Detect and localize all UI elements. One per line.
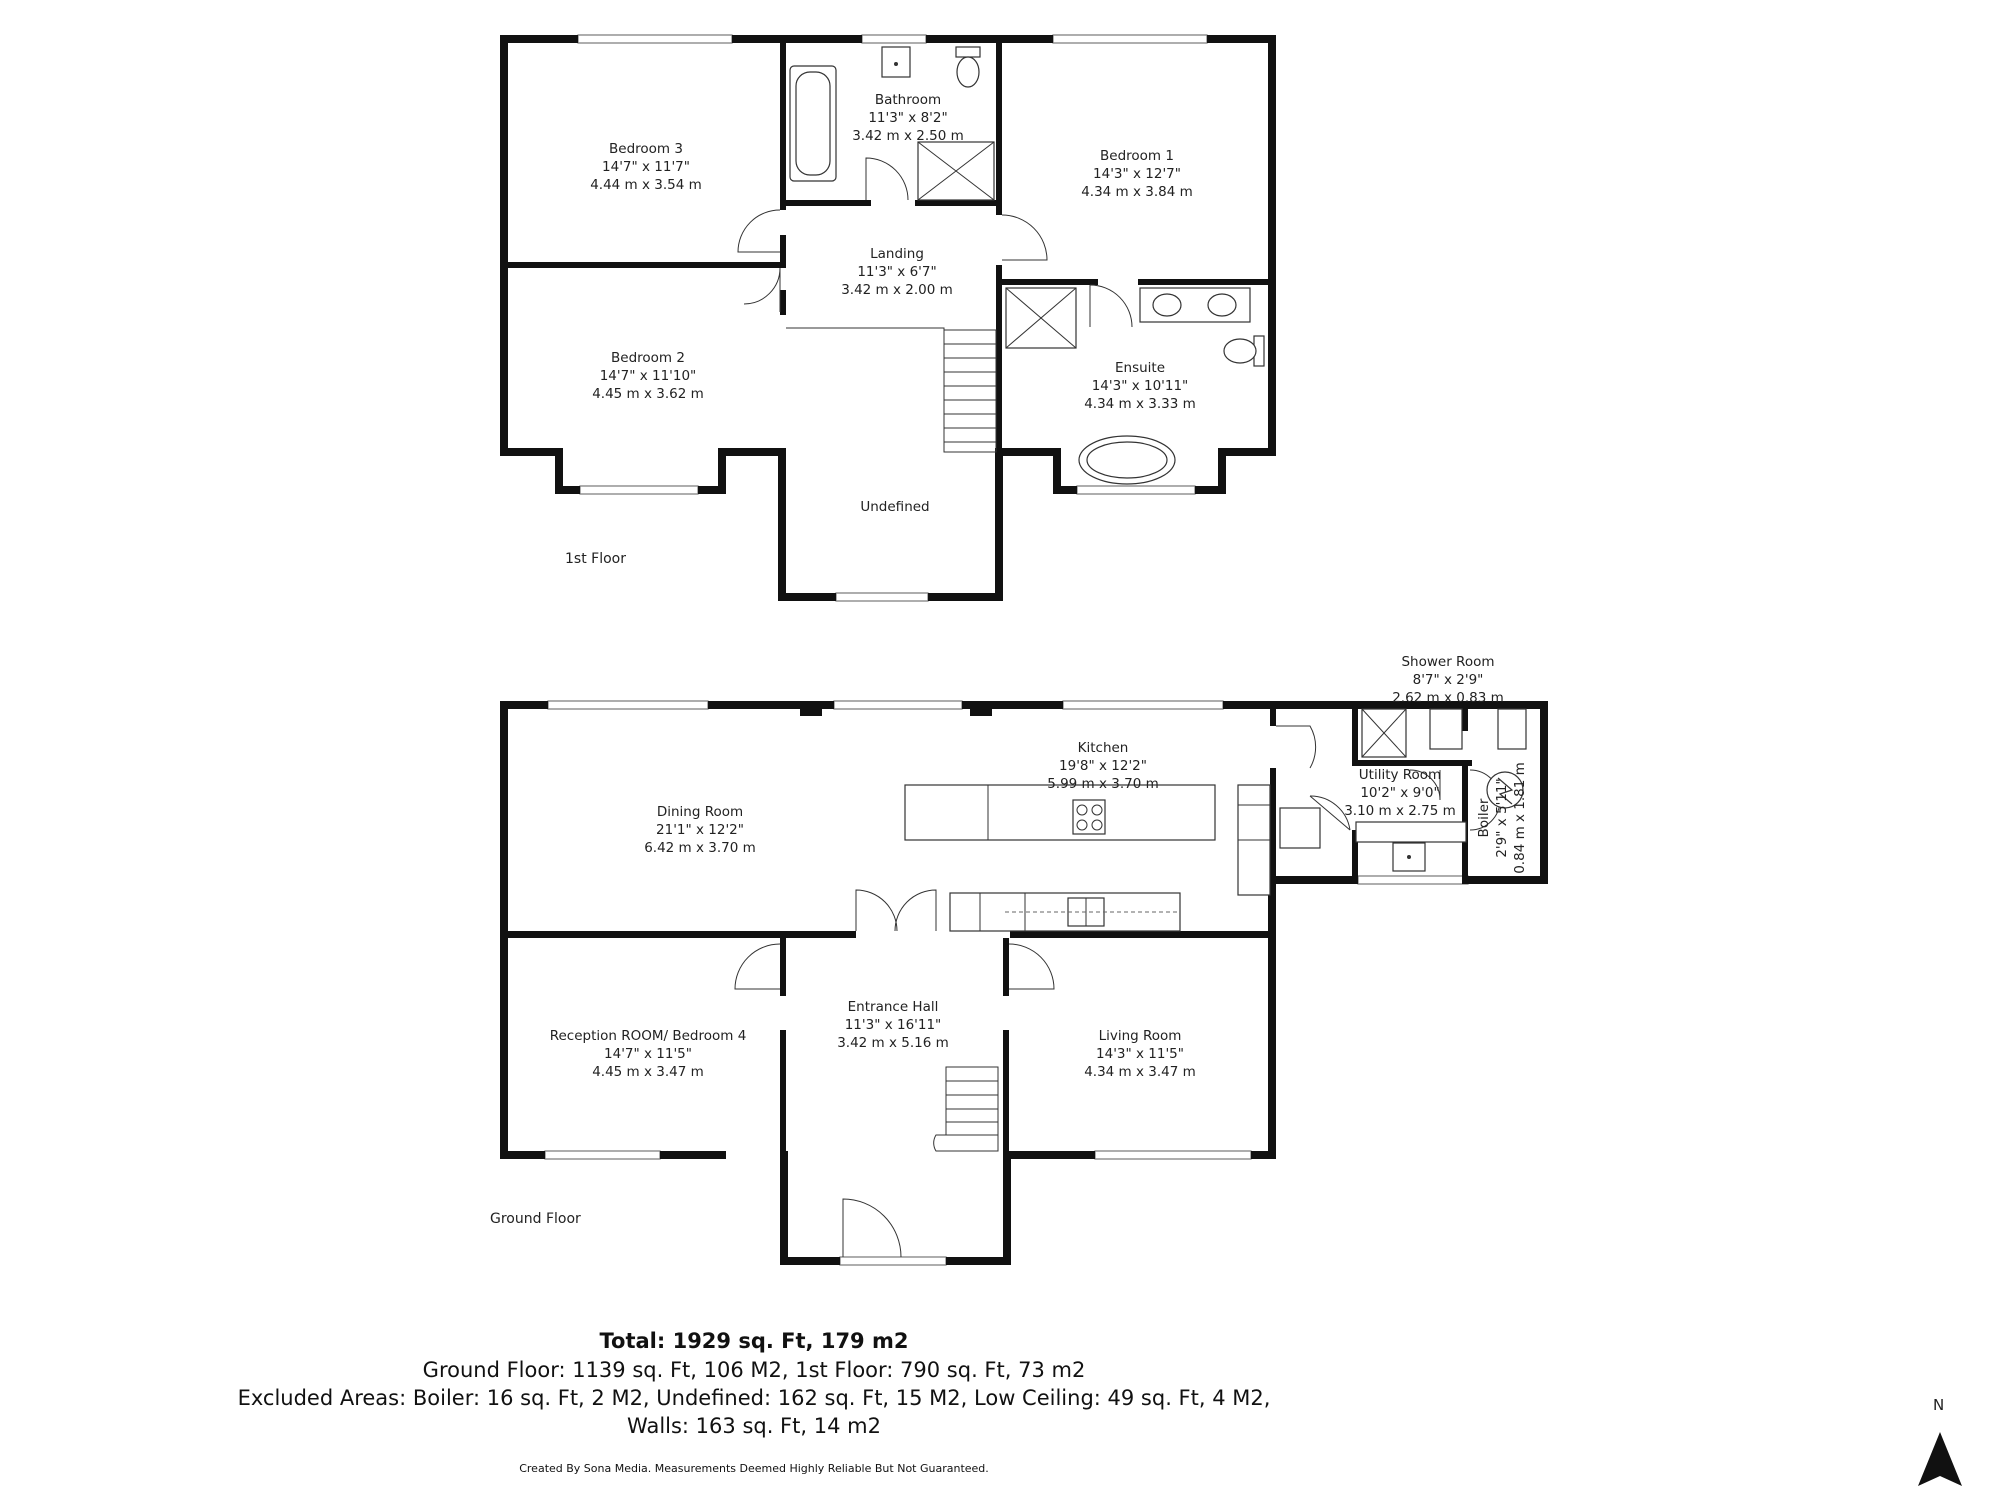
door-swing-icon bbox=[842, 1198, 902, 1258]
walls-area: Walls: 163 sq. Ft, 14 m2 bbox=[627, 1414, 881, 1438]
window bbox=[839, 1256, 947, 1266]
window bbox=[544, 1150, 661, 1160]
window bbox=[547, 700, 709, 710]
door-swing-icon bbox=[1276, 725, 1317, 769]
room-dims-imperial-reception-room: 14'7" x 11'5" bbox=[604, 1046, 692, 1062]
door-swing-icon bbox=[1309, 795, 1351, 831]
room-dims-imperial-entrance-hall: 11'3" x 16'11" bbox=[845, 1017, 942, 1033]
room-name-shower-room: Shower Room bbox=[1401, 654, 1494, 670]
room-dims-metric-bedroom-1: 4.34 m x 3.84 m bbox=[1081, 184, 1193, 200]
room-name-entrance-hall: Entrance Hall bbox=[848, 999, 939, 1015]
room-dims-imperial-dining-room: 21'1" x 12'2" bbox=[656, 822, 744, 838]
window bbox=[1052, 34, 1208, 44]
first-floor-doors bbox=[737, 209, 1133, 328]
window bbox=[1076, 485, 1196, 495]
room-dims-metric-bedroom-2: 4.45 m x 3.62 m bbox=[592, 386, 704, 402]
floor-areas: Ground Floor: 1139 sq. Ft, 106 M2, 1st F… bbox=[422, 1358, 1086, 1382]
room-dims-imperial-living-room: 14'3" x 11'5" bbox=[1096, 1046, 1184, 1062]
room-dims-metric-kitchen: 5.99 m x 3.70 m bbox=[1047, 776, 1159, 792]
ground-floor-stairs bbox=[933, 1066, 999, 1152]
window bbox=[835, 592, 929, 602]
room-name-bedroom-2: Bedroom 2 bbox=[611, 350, 685, 366]
kitchen-island bbox=[904, 784, 1216, 841]
door-swing-icon bbox=[743, 267, 781, 305]
first-floor-interior-walls bbox=[500, 35, 1276, 455]
room-dims-imperial-bedroom-1: 14'3" x 12'7" bbox=[1093, 166, 1181, 182]
utility-appliance bbox=[1279, 807, 1321, 849]
total-area: Total: 1929 sq. Ft, 179 m2 bbox=[599, 1329, 909, 1353]
north-arrow-icon bbox=[1918, 1432, 1962, 1486]
toilet-icon bbox=[1497, 708, 1527, 750]
room-dims-imperial-landing: 11'3" x 6'7" bbox=[857, 264, 936, 280]
north-label: N bbox=[1933, 1396, 1945, 1414]
room-dims-metric-living-room: 4.34 m x 3.47 m bbox=[1084, 1064, 1196, 1080]
room-name-ensuite: Ensuite bbox=[1115, 360, 1165, 376]
room-name-bathroom: Bathroom bbox=[875, 92, 941, 108]
room-dims-imperial-boiler: 2'9" x 5'11" bbox=[1494, 778, 1510, 857]
bathroom-fixtures bbox=[789, 46, 995, 201]
room-name-reception-room: Reception ROOM/ Bedroom 4 bbox=[550, 1028, 747, 1044]
toilet-icon bbox=[955, 46, 981, 58]
ground-floor-walls bbox=[500, 701, 1548, 1265]
window bbox=[1094, 1150, 1252, 1160]
room-dims-metric-landing: 3.42 m x 2.00 m bbox=[841, 282, 953, 298]
ground-floor-doors bbox=[734, 725, 1351, 1258]
room-name-bedroom-1: Bedroom 1 bbox=[1100, 148, 1174, 164]
credit-line: Created By Sona Media. Measurements Deem… bbox=[519, 1462, 989, 1475]
room-dims-imperial-bathroom: 11'3" x 8'2" bbox=[868, 110, 947, 126]
ensuite-fixtures bbox=[1005, 287, 1265, 485]
room-name-utility-room: Utility Room bbox=[1359, 767, 1441, 783]
door-swing-icon bbox=[865, 157, 909, 201]
room-dims-imperial-shower-room: 8'7" x 2'9" bbox=[1413, 672, 1484, 688]
utility-counter bbox=[1355, 821, 1467, 843]
door-swing-icon bbox=[1409, 769, 1441, 801]
window bbox=[579, 485, 699, 495]
door-swing-icon bbox=[855, 889, 898, 932]
room-dims-imperial-bedroom-2: 14'7" x 11'10" bbox=[600, 368, 697, 384]
room-dims-metric-bathroom: 3.42 m x 2.50 m bbox=[852, 128, 964, 144]
room-name-living-room: Living Room bbox=[1099, 1028, 1182, 1044]
first-floor-walls bbox=[500, 35, 1276, 601]
room-name-kitchen: Kitchen bbox=[1078, 740, 1129, 756]
first-floor-plan: Bedroom 3 14'7" x 11'7" 4.44 m x 3.54 m … bbox=[500, 34, 1276, 602]
room-dims-metric-entrance-hall: 3.42 m x 5.16 m bbox=[837, 1035, 949, 1051]
window bbox=[577, 34, 733, 44]
first-floor-stairs bbox=[786, 327, 997, 453]
ground-floor-plan: Shower Room 8'7" x 2'9" 2.62 m x 0.83 m … bbox=[490, 654, 1548, 1266]
room-name-undefined: Undefined bbox=[860, 499, 929, 515]
room-dims-metric-boiler: 0.84 m x 1.81 m bbox=[1512, 762, 1528, 874]
window bbox=[1357, 875, 1469, 885]
floor-label-ground: Ground Floor bbox=[490, 1211, 581, 1227]
room-dims-imperial-bedroom-3: 14'7" x 11'7" bbox=[602, 159, 690, 175]
window bbox=[861, 34, 927, 44]
room-dims-metric-shower-room: 2.62 m x 0.83 m bbox=[1392, 690, 1504, 706]
door-swing-icon bbox=[1001, 214, 1048, 261]
room-dims-metric-bedroom-3: 4.44 m x 3.54 m bbox=[590, 177, 702, 193]
room-dims-metric-ensuite: 4.34 m x 3.33 m bbox=[1084, 396, 1196, 412]
window bbox=[833, 700, 963, 710]
room-dims-metric-reception-room: 4.45 m x 3.47 m bbox=[592, 1064, 704, 1080]
excluded-areas: Excluded Areas: Boiler: 16 sq. Ft, 2 M2,… bbox=[237, 1386, 1271, 1410]
floor-label-first: 1st Floor bbox=[565, 551, 626, 567]
room-name-bedroom-3: Bedroom 3 bbox=[609, 141, 683, 157]
room-dims-metric-dining-room: 6.42 m x 3.70 m bbox=[644, 840, 756, 856]
door-swing-icon bbox=[1008, 943, 1055, 990]
room-name-dining-room: Dining Room bbox=[657, 804, 743, 820]
boiler-label-group: Boiler 2'9" x 5'11" 0.84 m x 1.81 m bbox=[1476, 762, 1528, 874]
room-name-boiler: Boiler bbox=[1476, 798, 1492, 837]
window bbox=[1062, 700, 1224, 710]
door-swing-icon bbox=[734, 943, 781, 990]
door-swing-icon bbox=[737, 209, 781, 253]
kitchen-fixtures bbox=[904, 784, 1271, 932]
room-name-landing: Landing bbox=[870, 246, 924, 262]
room-dims-imperial-kitchen: 19'8" x 12'2" bbox=[1059, 758, 1147, 774]
basin-icon bbox=[1429, 708, 1463, 750]
room-dims-metric-utility-room: 3.10 m x 2.75 m bbox=[1344, 803, 1456, 819]
utility-fixtures bbox=[1279, 708, 1527, 872]
room-dims-imperial-ensuite: 14'3" x 10'11" bbox=[1092, 378, 1189, 394]
boiler-icon bbox=[1486, 771, 1524, 809]
room-dims-imperial-utility-room: 10'2" x 9'0" bbox=[1360, 785, 1439, 801]
